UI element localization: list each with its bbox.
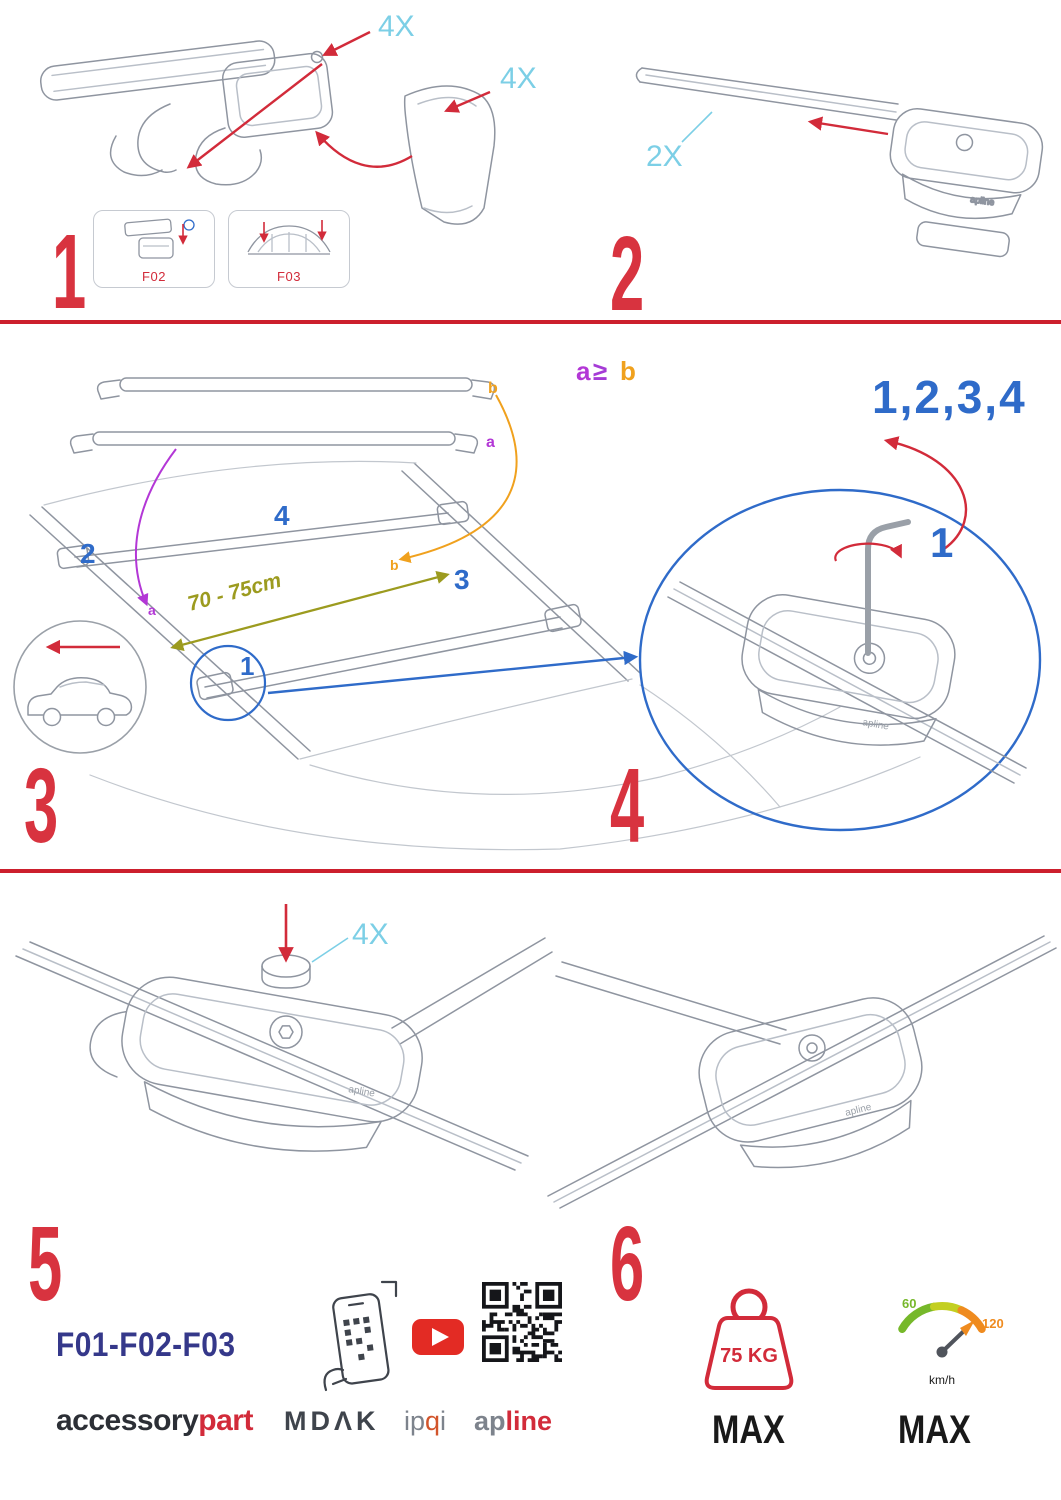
brand-on-part: apline [347,1084,376,1100]
roof-label-a: a [148,602,156,618]
allen-key-drawing [865,519,911,656]
speed-unit-label: km/h [929,1373,955,1387]
crossbar-b-drawing [96,377,496,400]
step3-step4-illustration: b a a ≥ b 2 4 3 1 a b 70 - 75cm 1,2,3,4 … [13,356,1042,851]
part-box-f03: F03 [228,210,350,288]
step5-step6-illustration: 4X apline apline [15,904,1057,1209]
clamp-drawing [109,50,334,186]
speedometer-icon: 60 120 km/h [898,1296,1004,1387]
brand-apline: apline [474,1406,552,1437]
brand-ipqi: ipqi [404,1406,446,1437]
step2-number: 2 [610,215,644,333]
brand-ipqi-ip: ip [404,1406,426,1436]
crossbar-a-drawing [69,431,479,454]
step3-number: 3 [24,747,58,865]
qty-label-4x: 4X [352,918,389,951]
brand-on-part: apline [970,194,995,207]
position-1: 1 [240,651,254,681]
brand-accessory-part2: part [198,1404,253,1437]
speed-high-label: 120 [982,1316,1004,1331]
step4-number: 4 [610,747,644,865]
red-arrow [807,116,889,136]
cyan-leader-line [681,111,713,143]
youtube-icon [412,1319,464,1355]
phone-scan-icon [323,1280,398,1392]
part-box-f02: F02 [93,210,215,288]
rule-a: a [576,356,591,386]
position1-highlight-circle [189,644,267,722]
phone-qr-pixels [343,1316,374,1361]
step6-clamp-drawing [547,935,1057,1209]
zoom-connector-arrow [267,650,639,695]
weight-icon: 75 KG [704,1288,794,1390]
brand-accessory-part1: accessory [56,1404,199,1437]
step5-clamp-drawing [15,937,553,1171]
sequence-arrow [883,436,968,550]
position-2: 2 [80,538,96,569]
brand-apline-line: line [505,1406,553,1436]
position-3: 3 [454,564,470,595]
brand-apline-ap: ap [474,1406,506,1436]
bar-drawing [635,67,899,121]
distance-label: 70 - 75cm [185,569,283,616]
roof-label-b: b [390,557,399,573]
brand-on-part: apline [861,717,890,733]
clamp-drawing [889,108,1044,258]
step6-number: 6 [610,1205,644,1323]
purple-guide-arrow [134,448,177,607]
section-divider [0,320,1061,324]
qr-code-svg [482,1282,562,1362]
qty-label-4x-side: 4X [500,62,537,95]
position-4: 4 [274,500,290,531]
sequence-first: 1 [930,519,953,566]
tighten-sequence: 1,2,3,4 [872,371,1027,423]
rule-operator: ≥ [593,356,607,386]
step1-illustration: 4X 4X [39,10,537,225]
brand-ipqi-q: q [425,1406,441,1436]
rotate-arrow [834,542,902,562]
bar-end-drawing [39,40,276,101]
brand-ipqi-i: i [440,1406,447,1436]
bar-label-b: b [488,380,498,397]
zoom-circle [638,488,1042,832]
car-body-sketch [43,460,921,851]
f02-part-drawing [124,218,195,259]
mounted-bar-b [56,500,470,570]
distance-arrow [170,570,450,652]
step4-clamp-drawing [667,581,1027,784]
weight-value: 75 KG [720,1345,778,1367]
brand-mdak: MDΛK [284,1406,380,1436]
cover-drawing [403,85,496,225]
part-code-f02: F02 [142,269,166,284]
red-arrows [186,30,491,169]
part-code-f03: F03 [277,269,301,284]
section-divider [0,869,1061,873]
detail-marker-icon [183,219,195,231]
model-codes: F01-F02-F03 [56,1326,236,1364]
car-direction-inset [13,620,147,754]
speed-max-label: MAX [898,1408,971,1452]
rule-b: b [620,356,636,386]
qty-label-2x: 2X [646,140,683,173]
f03-part-drawing [247,220,331,255]
step1-number: 1 [52,213,86,331]
brand-accessorypart: accessorypart [56,1404,253,1438]
cyan-leader-line [311,937,349,963]
qty-label-4x-top: 4X [378,10,415,43]
weight-max-label: MAX [712,1408,785,1452]
step5-number: 5 [28,1205,62,1323]
speed-low-label: 60 [902,1296,916,1311]
bar-label-a: a [486,434,495,451]
step2-illustration: apline 2X [635,67,1044,258]
orange-guide-arrow [398,394,518,563]
